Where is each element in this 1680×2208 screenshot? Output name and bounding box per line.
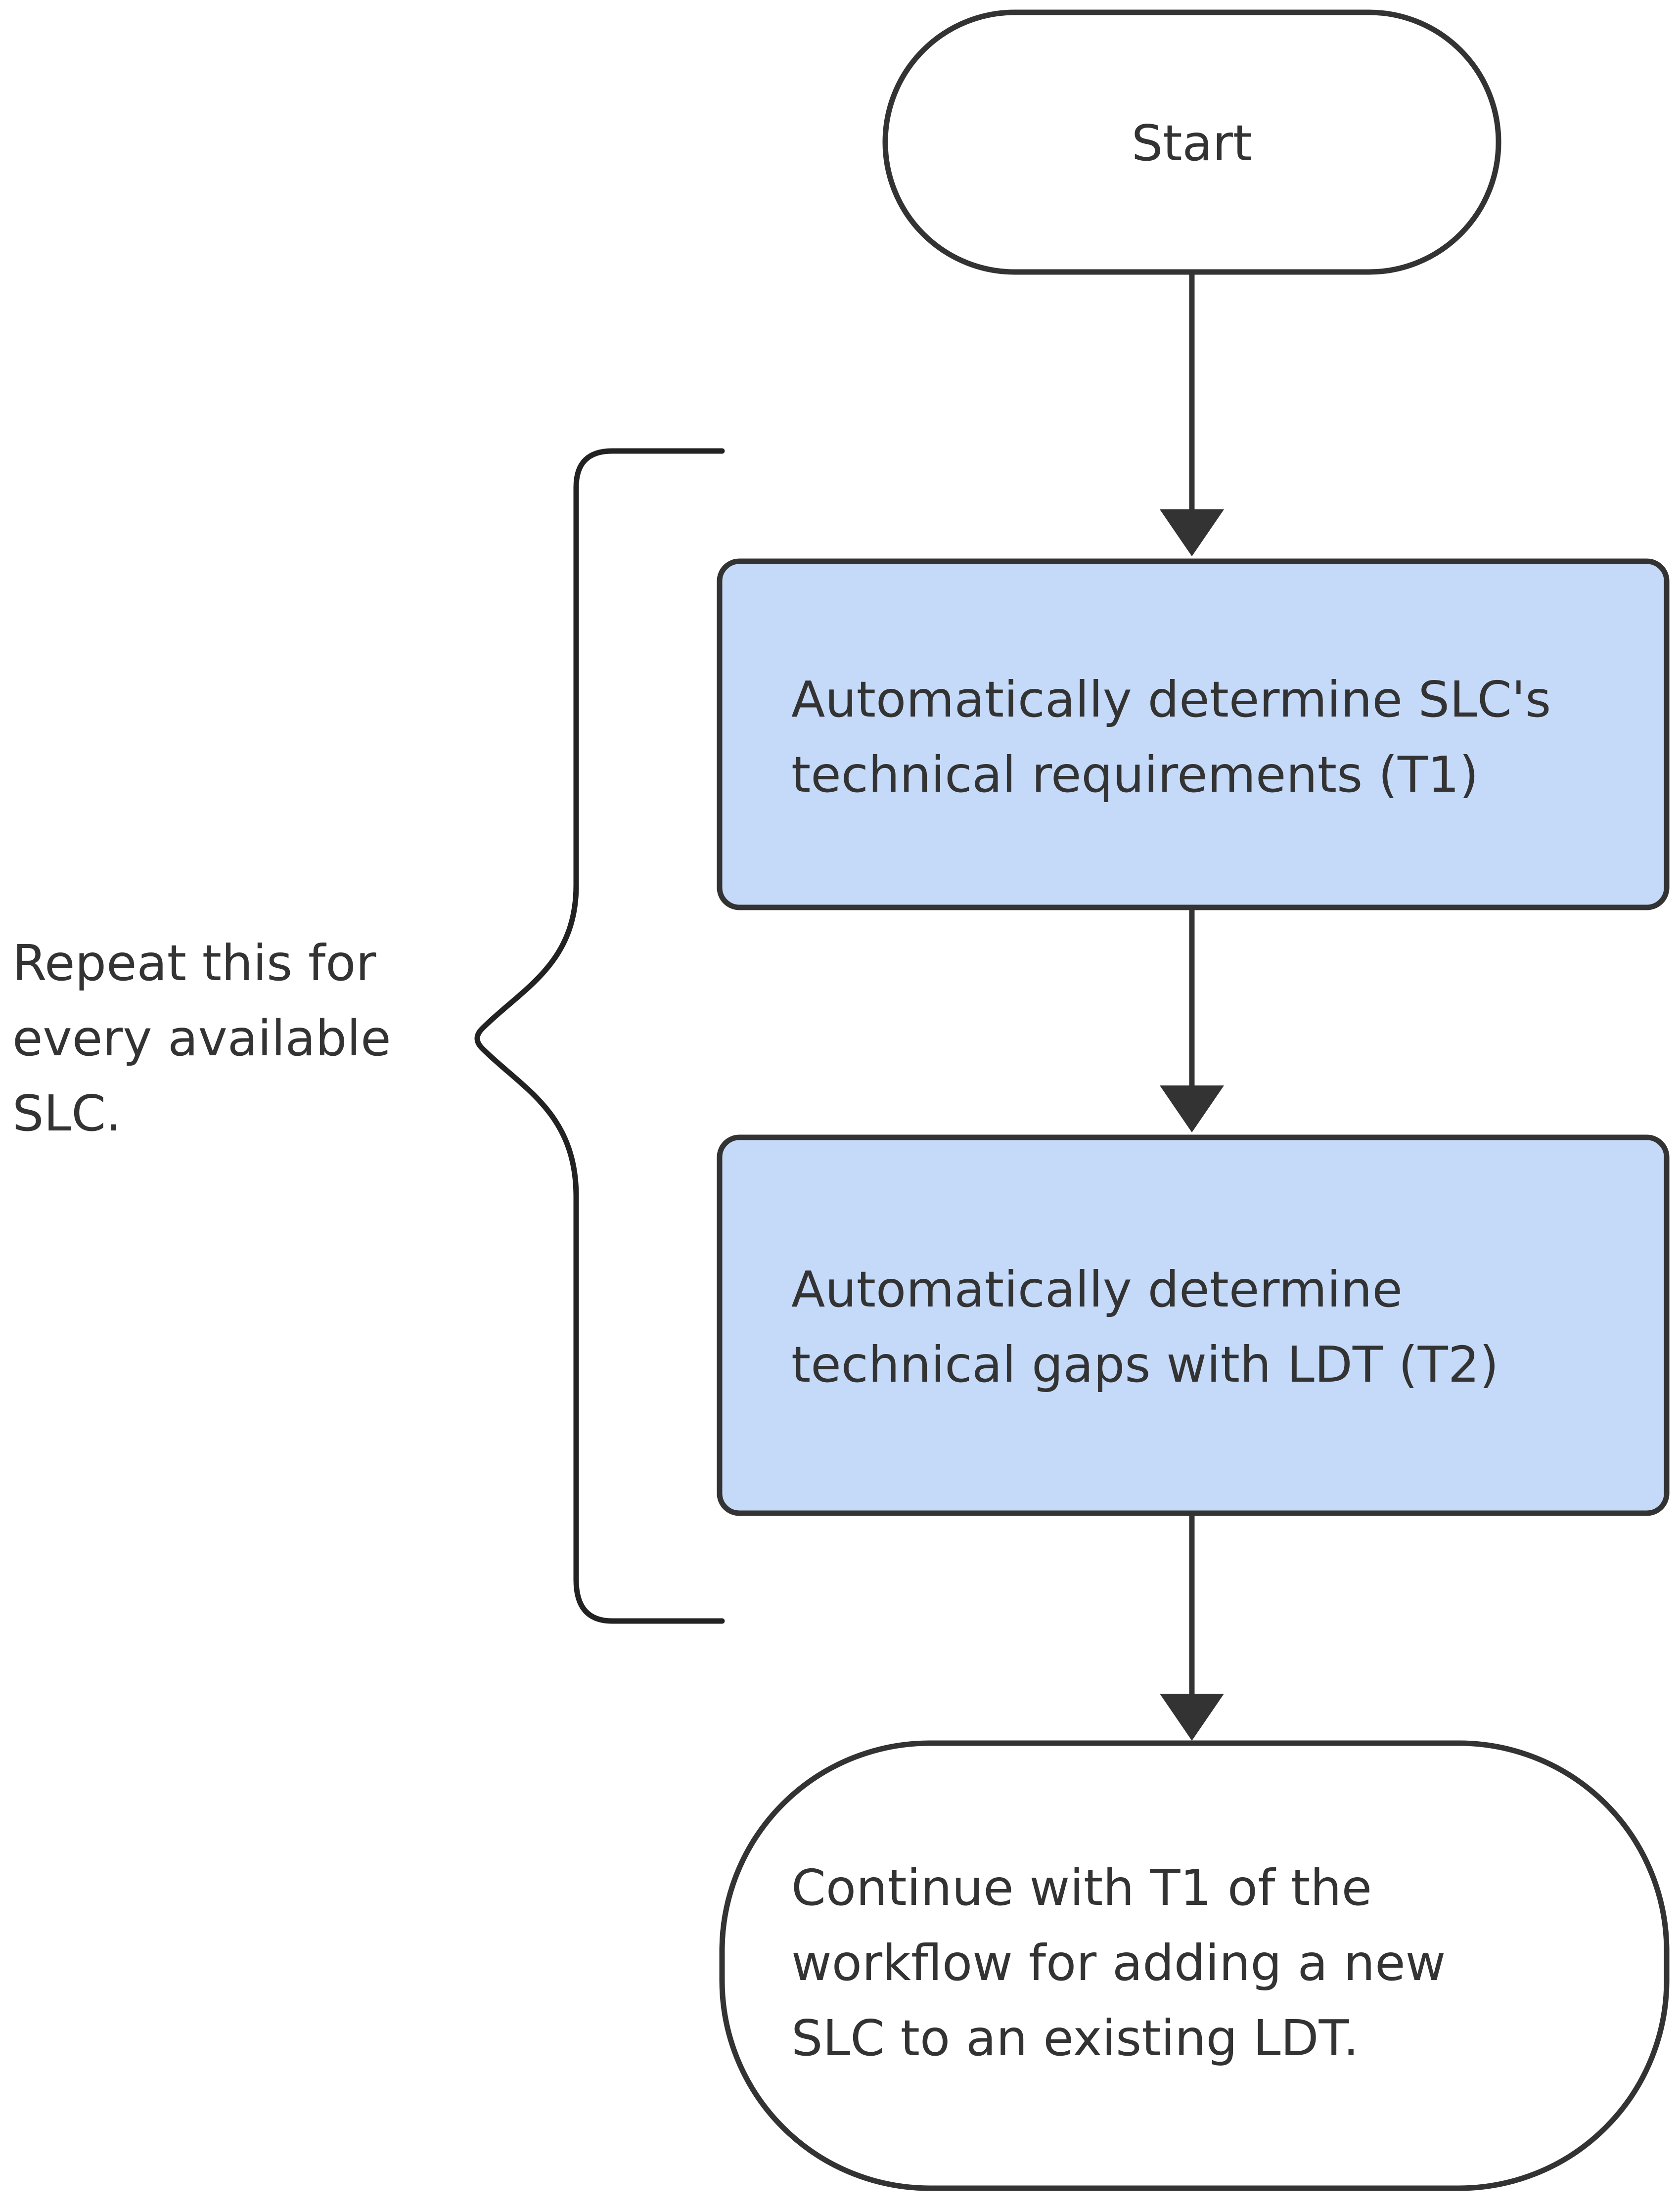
arrowhead-t1-to-t2: [1160, 1085, 1224, 1132]
process-node-t2: [717, 1134, 1670, 1516]
end-node: [719, 1740, 1670, 2191]
process-node-t1-label: Automatically determine SLC's technical …: [791, 671, 1551, 804]
process-node-t2-label: Automatically determine technical gaps w…: [791, 1261, 1499, 1394]
start-node-label: Start: [1131, 114, 1253, 172]
arrowhead-start-to-t1: [1160, 509, 1224, 556]
repeat-annotation: Repeat this for every available SLC.: [12, 934, 391, 1142]
end-node-label: Continue with T1 of the workflow for add…: [791, 1859, 1446, 2067]
start-node: [882, 9, 1501, 275]
repeat-brace: [474, 448, 725, 1624]
process-node-t1: [717, 558, 1670, 910]
arrowhead-t2-to-end: [1160, 1694, 1224, 1741]
